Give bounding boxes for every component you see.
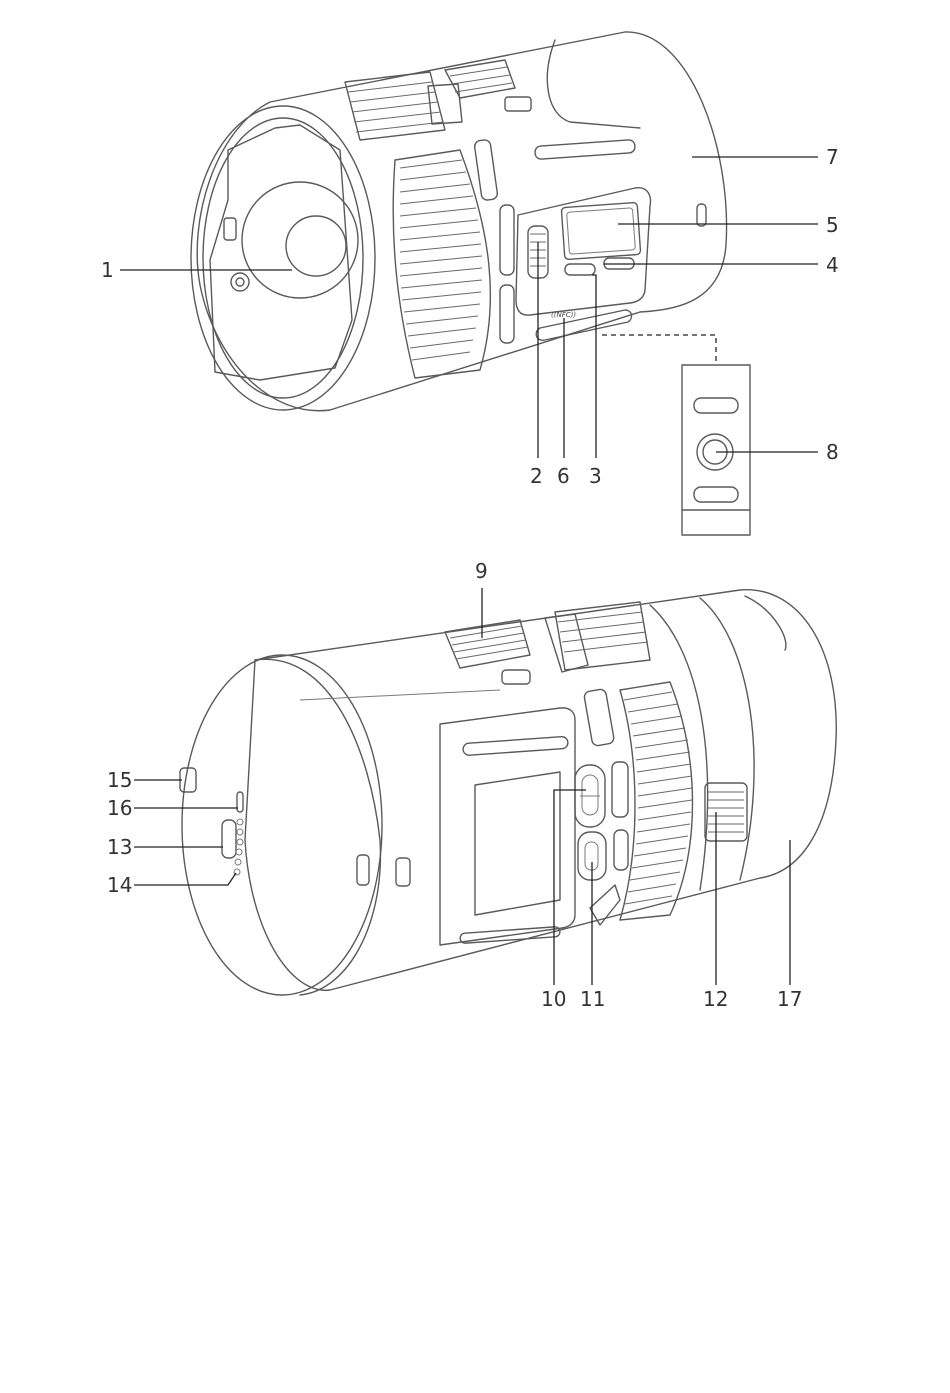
nfc-mark: ((NFC)) bbox=[551, 311, 576, 319]
callout-13: 13 bbox=[107, 835, 132, 859]
leader-14 bbox=[134, 873, 236, 885]
callout-4: 4 bbox=[826, 253, 839, 277]
callout-15: 15 bbox=[107, 768, 132, 792]
callout-17: 17 bbox=[777, 987, 802, 1011]
callout-5: 5 bbox=[826, 213, 839, 237]
callout-11: 11 bbox=[580, 987, 605, 1011]
callout-7: 7 bbox=[826, 145, 839, 169]
callout-8: 8 bbox=[826, 440, 839, 464]
callout-6: 6 bbox=[557, 464, 570, 488]
leader-3 bbox=[592, 275, 596, 458]
leader-10 bbox=[554, 790, 586, 985]
callout-10: 10 bbox=[541, 987, 566, 1011]
callout-2: 2 bbox=[530, 464, 543, 488]
callout-16: 16 bbox=[107, 796, 132, 820]
bottom-vent-fins bbox=[624, 692, 692, 904]
callout-12: 12 bbox=[703, 987, 728, 1011]
callout-14: 14 bbox=[107, 873, 132, 897]
callout-numbers: 1 2 6 3 4 5 7 8 9 15 16 13 14 10 11 12 1… bbox=[101, 145, 839, 1011]
top-vent-fins bbox=[400, 160, 482, 360]
bottom-view-light-body bbox=[180, 590, 836, 995]
callout-3: 3 bbox=[589, 464, 602, 488]
mount-plate-detail bbox=[682, 365, 750, 535]
top-view-light-body: ((NFC)) bbox=[191, 32, 727, 411]
callout-1: 1 bbox=[101, 258, 114, 282]
callout-9: 9 bbox=[475, 559, 488, 583]
leader-mount-dashed bbox=[602, 335, 716, 362]
